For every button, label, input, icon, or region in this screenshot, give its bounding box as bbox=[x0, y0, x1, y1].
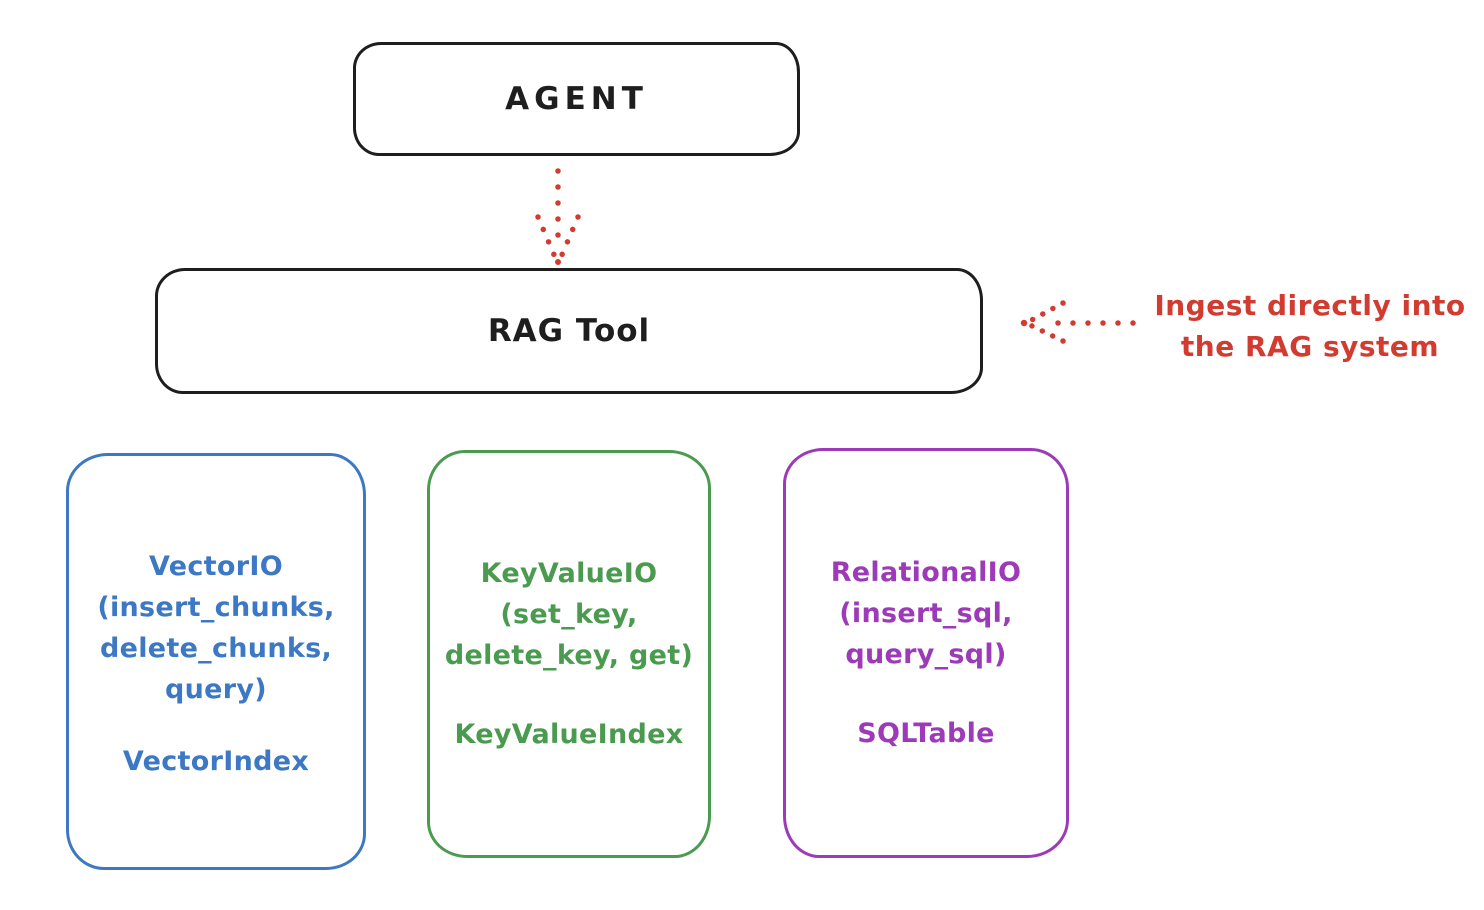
relational-io-signature: RelationalIO (insert_sql, query_sql) bbox=[786, 552, 1066, 675]
ingest-annotation-line2: the RAG system bbox=[1180, 330, 1440, 363]
sql-table-label: SQLTable bbox=[857, 718, 995, 749]
keyvalue-io-node: KeyValueIO (set_key, delete_key, get) Ke… bbox=[427, 450, 711, 858]
store-line: query_sql) bbox=[845, 639, 1007, 670]
agent-node: AGENT bbox=[353, 42, 800, 156]
keyvalue-index-label: KeyValueIndex bbox=[454, 719, 684, 750]
store-line: (insert_sql, bbox=[839, 598, 1013, 629]
annotation-to-ragtool-arrow bbox=[1020, 300, 1136, 344]
relational-io-node: RelationalIO (insert_sql, query_sql) SQL… bbox=[783, 448, 1069, 858]
store-line: (set_key, bbox=[500, 599, 638, 630]
store-line: RelationalIO bbox=[830, 557, 1022, 588]
store-line: query) bbox=[165, 674, 267, 705]
store-line: delete_chunks, bbox=[99, 633, 333, 664]
vector-io-signature: VectorIO (insert_chunks, delete_chunks, … bbox=[69, 546, 363, 710]
vector-io-node: VectorIO (insert_chunks, delete_chunks, … bbox=[66, 453, 366, 870]
agent-label: AGENT bbox=[505, 81, 648, 117]
store-line: (insert_chunks, bbox=[97, 592, 335, 623]
vector-index-label: VectorIndex bbox=[122, 746, 310, 777]
rag-tool-label: RAG Tool bbox=[487, 313, 651, 349]
store-line: KeyValueIO bbox=[480, 558, 658, 589]
ingest-annotation-line1: Ingest directly into bbox=[1154, 289, 1466, 322]
keyvalue-io-signature: KeyValueIO (set_key, delete_key, get) bbox=[430, 553, 708, 676]
ingest-annotation: Ingest directly into the RAG system bbox=[1136, 285, 1484, 367]
store-line: delete_key, get) bbox=[444, 640, 694, 671]
rag-tool-node: RAG Tool bbox=[155, 268, 983, 394]
agent-to-ragtool-arrow bbox=[535, 168, 581, 265]
store-line: VectorIO bbox=[149, 551, 283, 582]
